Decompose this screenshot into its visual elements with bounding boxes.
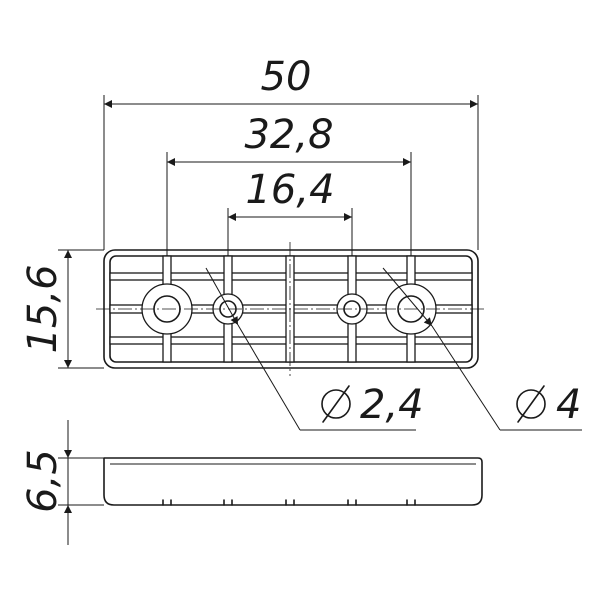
part-side-view	[103, 457, 483, 506]
part-top-view	[96, 242, 486, 376]
leader-large-hole: 4	[382, 267, 582, 431]
dim-outer-hole-spacing: 32,8	[167, 112, 411, 166]
side-view-notches	[162, 499, 416, 506]
diameter-symbol-small	[321, 385, 351, 423]
dim-height-value: 6,5	[20, 449, 66, 513]
center-lines	[96, 242, 486, 376]
diameter-symbol-large	[516, 385, 546, 423]
dim-inner-hole-spacing-value: 16,4	[245, 167, 334, 213]
dim-width: 15,6	[20, 250, 72, 368]
dim-inner-hole-spacing: 16,4	[228, 167, 352, 221]
leader-small-hole: 2,4	[205, 267, 424, 431]
small-hole-diameter-value: 2,4	[360, 382, 424, 428]
dim-overall-length: 50	[104, 54, 478, 108]
large-hole-diameter-value: 4	[556, 382, 581, 428]
dim-outer-hole-spacing-value: 32,8	[244, 112, 333, 158]
dim-height: 6,5	[20, 420, 72, 545]
dim-overall-length-value: 50	[261, 54, 312, 100]
dim-width-value: 15,6	[20, 264, 66, 353]
